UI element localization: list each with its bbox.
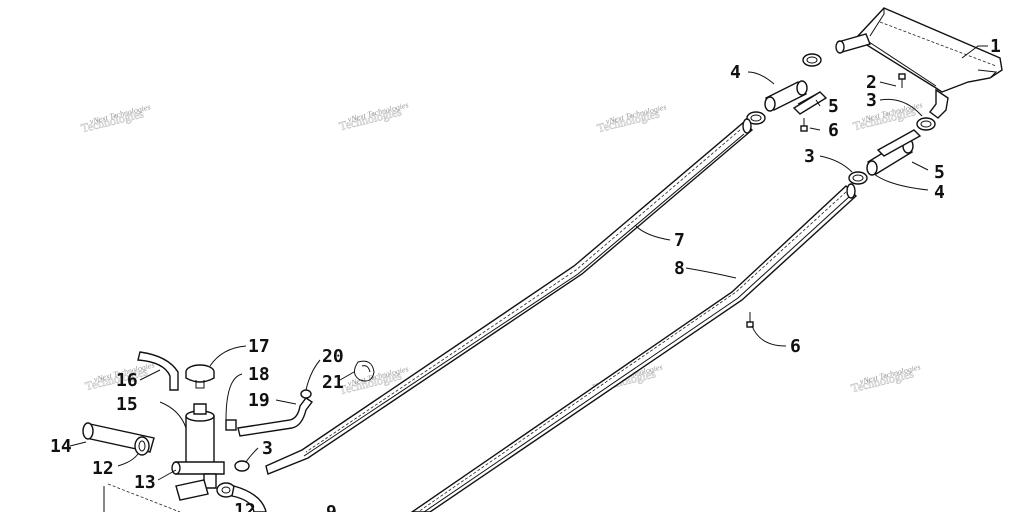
reservoir-cap [185, 364, 215, 389]
coupler-hose-upper [764, 80, 808, 112]
callout-6-lower: 6 [790, 336, 801, 357]
callout-15: 15 [116, 394, 138, 415]
hose-clamp-right [234, 460, 250, 472]
hose-clamp-left [134, 436, 150, 456]
callout-2: 2 [866, 72, 877, 93]
hose-clamp-mid-upper [746, 111, 766, 125]
watermark-8: Technologies vNext Technologies [849, 362, 921, 395]
mounting-block [175, 479, 209, 501]
callout-17: 17 [248, 336, 270, 357]
callout-5-lower: 5 [934, 162, 945, 183]
callout-labels: 1 2 3 4 5 6 3 5 4 7 8 6 17 16 18 15 19 2… [50, 36, 1001, 512]
callout-7: 7 [674, 230, 685, 251]
callout-4-top: 4 [730, 62, 741, 83]
callout-9: 9 [326, 502, 337, 512]
callout-18: 18 [248, 364, 270, 385]
cooling-tube-lower [410, 183, 858, 512]
hose-clamp-upper-left [802, 53, 822, 67]
callout-12: 12 [92, 458, 114, 479]
callout-4-lower: 4 [934, 182, 945, 203]
tee-fitting [171, 461, 225, 489]
callout-19: 19 [248, 390, 270, 411]
rivet-upper [800, 118, 808, 132]
coolant-reservoir [185, 403, 215, 468]
radiator-corner [103, 483, 181, 512]
hose-clamp-small [300, 389, 312, 399]
callout-8: 8 [674, 258, 685, 279]
watermark-3: Technologies vNext Technologies [595, 102, 667, 135]
spring-clamp [354, 360, 375, 382]
callout-6-top: 6 [828, 120, 839, 141]
callout-3-top: 3 [866, 90, 877, 111]
callout-5-top: 5 [828, 96, 839, 117]
callout-21: 21 [322, 372, 344, 393]
lower-hose-elbow [231, 485, 267, 512]
overflow-hose [137, 351, 179, 391]
rivet-lower [746, 312, 754, 328]
heat-exchanger-plate [835, 7, 1003, 119]
callout-16: 16 [116, 370, 138, 391]
callout-3-bottom: 3 [262, 438, 273, 459]
hose-clamp-mid-lower [848, 171, 868, 185]
watermark-1: Technologies vNext Technologies [79, 102, 151, 135]
bypass-hose [237, 397, 314, 437]
leader-lines [69, 45, 988, 481]
watermark-2: Technologies vNext Technologies [337, 100, 409, 133]
callout-3-mid: 3 [804, 146, 815, 167]
hose-fitting [225, 419, 237, 431]
rivet-top [898, 73, 906, 88]
cooling-tube-upper [265, 118, 754, 475]
callout-20: 20 [322, 346, 344, 367]
callout-1: 1 [990, 36, 1001, 57]
bracket-upper [792, 91, 828, 115]
bracket-lower [876, 129, 922, 157]
callout-14: 14 [50, 436, 72, 457]
hose-clamp-bottom [216, 482, 236, 498]
hose-clamp-upper-right [916, 117, 936, 131]
callout-13: 13 [134, 472, 156, 493]
callout-12-bottom: 12 [234, 500, 256, 512]
watermark-4: Technologies vNext Technologies [851, 100, 923, 133]
